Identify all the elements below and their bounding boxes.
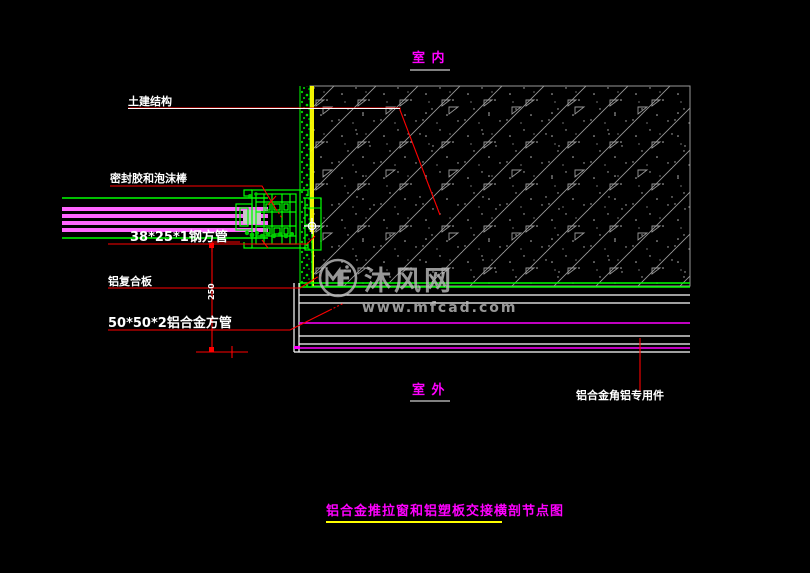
sealant-foam-bead (244, 192, 294, 239)
title-underline (326, 521, 502, 523)
label-underlines (410, 69, 450, 402)
panel-substructure-lines (300, 282, 690, 288)
alu-composite-panel-assembly (293, 283, 690, 353)
dimension-value: 250 (207, 283, 216, 300)
dimension-line-vertical (209, 241, 240, 353)
aluminium-angle-connector (304, 197, 322, 251)
leader-lines-dashed (275, 208, 345, 311)
callout-structure-leader (128, 108, 400, 109)
dimension-ticks (196, 195, 277, 358)
insulation-band-lower (299, 232, 313, 287)
center-mark-icon (304, 218, 320, 234)
wall-structure-hatch (309, 85, 691, 287)
